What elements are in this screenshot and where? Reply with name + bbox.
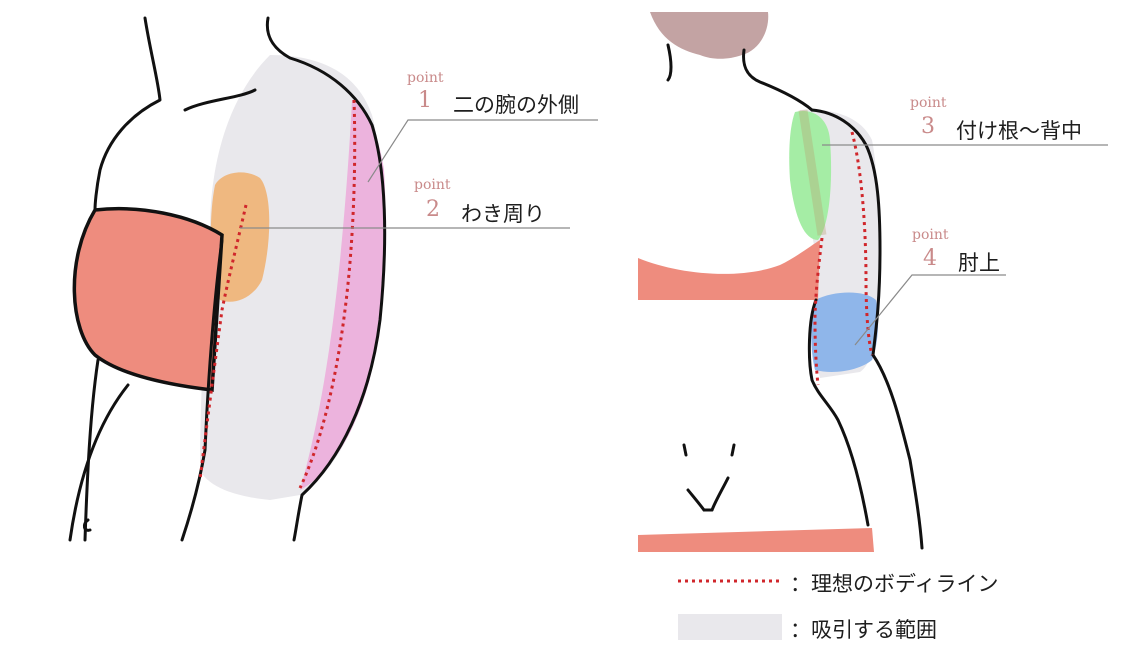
upper-back-zone (789, 110, 832, 241)
point-word: point (407, 70, 444, 86)
point-number: 3 (921, 114, 935, 139)
point-label: わき周り (461, 202, 545, 226)
point-word: point (910, 95, 947, 111)
elbow-zone (811, 292, 879, 372)
legend-suction-swatch (678, 614, 782, 640)
legend-ideal-line-label: ：理想のボディライン (790, 572, 999, 596)
point-number: 4 (923, 246, 937, 271)
point-number: 2 (426, 197, 440, 222)
point-label: 肘上 (958, 251, 1000, 275)
point-number: 1 (418, 88, 432, 113)
leader-lines (240, 119, 1108, 346)
waist-band (638, 528, 874, 552)
right-figure (638, 12, 924, 552)
point-word: point (414, 177, 451, 193)
point-word: point (912, 227, 949, 243)
armpit-zone (210, 172, 270, 302)
left-figure (68, 16, 387, 542)
right-bra-band (638, 240, 820, 300)
point-label: 付け根〜背中 (956, 119, 1082, 143)
hair (650, 12, 769, 59)
point-label: 二の腕の外側 (453, 93, 579, 117)
left-bra (72, 206, 224, 392)
legend-suction-area-label: ：吸引する範囲 (790, 618, 937, 642)
